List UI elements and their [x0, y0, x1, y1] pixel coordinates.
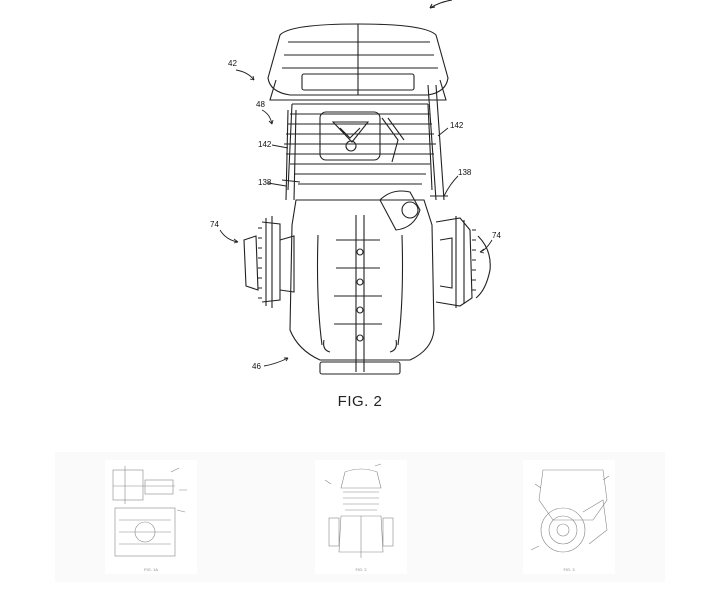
pushrod-tube	[281, 84, 448, 201]
thumbnail-2[interactable]: FIG. 2	[315, 460, 407, 574]
ref-label-42: 42	[228, 59, 237, 68]
thumbnail-3-caption: FIG. 3	[563, 567, 575, 572]
leader-lines	[219, 69, 493, 367]
cylinder-head-cover	[267, 23, 449, 101]
left-gear-assembly	[243, 216, 295, 308]
ref-label-142-right: 142	[450, 121, 464, 130]
ref-label-74-left: 74	[210, 220, 219, 229]
ref-label-46: 46	[252, 362, 261, 371]
crankcase	[289, 190, 435, 375]
ref-label-142-left: 142	[258, 140, 272, 149]
thumbnail-3-drawing	[530, 469, 610, 553]
thumbnail-3[interactable]: FIG. 3	[523, 460, 615, 574]
reference-arrow	[429, 0, 453, 9]
engine-drawing: 42 48 142 142 138 138 74 74 46	[210, 0, 501, 375]
arrow-head	[429, 3, 436, 9]
ref-label-138-left: 138	[258, 178, 272, 187]
thumbnail-2-caption: FIG. 2	[355, 567, 367, 572]
figure-caption: FIG. 2	[337, 393, 383, 410]
thumbnail-1[interactable]: FIG. 1A	[105, 460, 197, 574]
thumbnail-2-drawing	[324, 463, 394, 558]
cylinder-fins	[284, 103, 436, 191]
ref-label-74-right: 74	[492, 231, 501, 240]
thumbnail-1-drawing	[112, 466, 187, 557]
thumbnail-strip: FIG. 1A FIG. 2 FIG. 3	[55, 452, 665, 582]
right-gear-assembly	[435, 216, 491, 308]
ref-label-48: 48	[256, 100, 265, 109]
thumbnail-1-caption: FIG. 1A	[144, 567, 158, 572]
ref-label-138-right: 138	[458, 168, 472, 177]
